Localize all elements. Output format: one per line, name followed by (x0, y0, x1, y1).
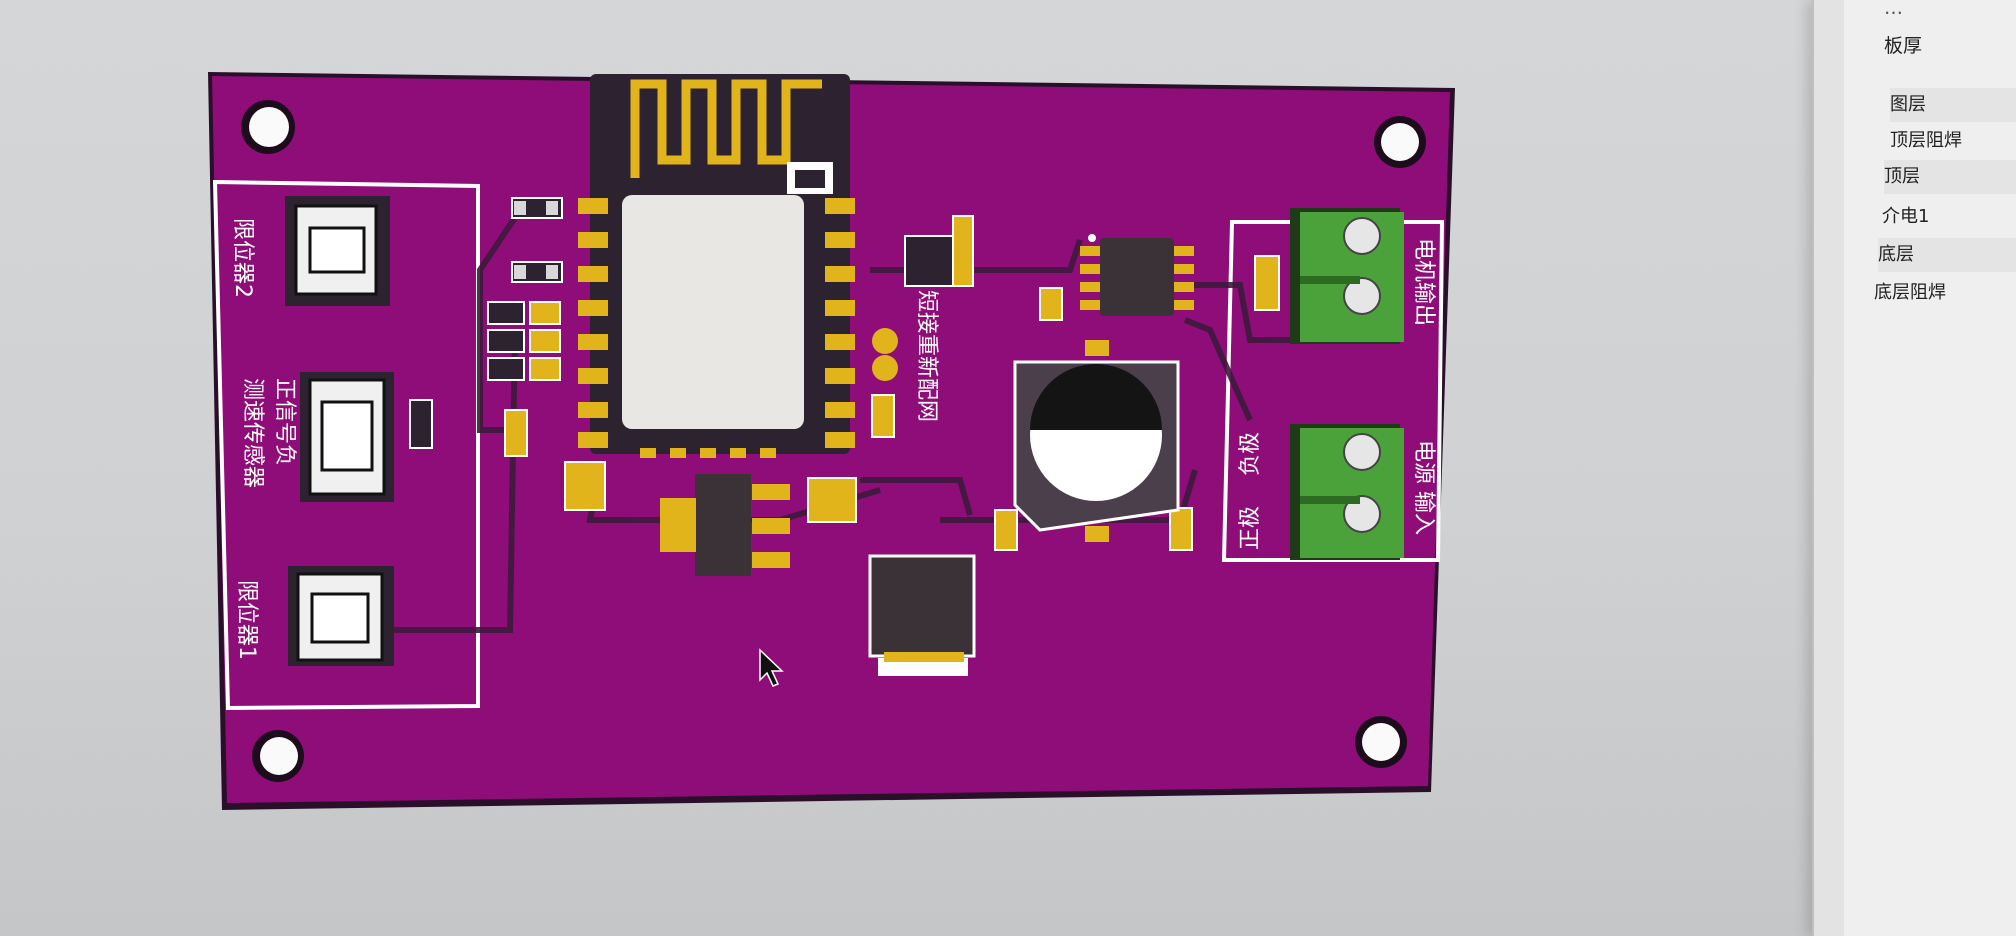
jst-connector (300, 372, 394, 502)
layer-item-dielectric1[interactable]: 介电1 (1882, 206, 1930, 227)
jst-connector (285, 196, 390, 306)
pcb-3d-viewport[interactable]: 限位器2 测速传感器 正信号负 限位器1 短接重新配网 电机输出 电源 输入 正… (0, 0, 1830, 936)
mounting-hole-icon (252, 730, 304, 782)
wifi-module (590, 74, 850, 454)
pcb-render: 限位器2 测速传感器 正信号负 限位器1 短接重新配网 电机输出 电源 输入 正… (208, 72, 1455, 810)
silk-motor-out: 电机输出 (1411, 238, 1436, 326)
silk-positive: 正极 (1238, 506, 1263, 550)
silk-rewire: 短接重新配网 (914, 290, 939, 422)
screw-terminal (1290, 424, 1404, 560)
ic-chip (1080, 234, 1194, 316)
screw-terminal (1290, 208, 1404, 344)
silk-limit2: 限位器2 (230, 218, 255, 298)
layer-item-graphic[interactable]: 图层 (1890, 88, 2016, 122)
smd-components (409, 197, 1280, 551)
layer-item-top[interactable]: 顶层 (1884, 160, 2016, 194)
jst-connector (288, 566, 394, 666)
module-pads (578, 198, 855, 458)
silk-power-in: 电源 输入 (1411, 440, 1436, 535)
layer-item-top-soldermask[interactable]: 顶层阻焊 (1890, 130, 1962, 151)
panel-top-partial: … (1884, 0, 1903, 19)
silk-negative: 负极 (1238, 432, 1263, 476)
power-component (868, 554, 976, 676)
mounting-hole-icon (1355, 716, 1407, 768)
silk-limit1: 限位器1 (234, 580, 259, 660)
mounting-hole-icon (1374, 116, 1426, 168)
voltage-regulator (660, 474, 790, 576)
layer-item-bottom[interactable]: 底层 (1878, 238, 2016, 272)
silk-speed-sensor: 测速传感器 (240, 378, 265, 488)
mounting-hole-icon (241, 100, 295, 154)
layer-item-bottom-soldermask[interactable]: 底层阻焊 (1874, 282, 1946, 303)
mouse-cursor-icon (759, 648, 784, 687)
silk-polarity: 正信号负 (272, 378, 297, 466)
board-thickness-label[interactable]: 板厚 (1884, 35, 1923, 57)
electrolytic-capacitor (1013, 340, 1180, 542)
panel-edge (1814, 0, 1844, 936)
layer-panel: … 板厚 图层 顶层阻焊 顶层 介电1 底层 底层阻焊 (1812, 0, 2016, 936)
